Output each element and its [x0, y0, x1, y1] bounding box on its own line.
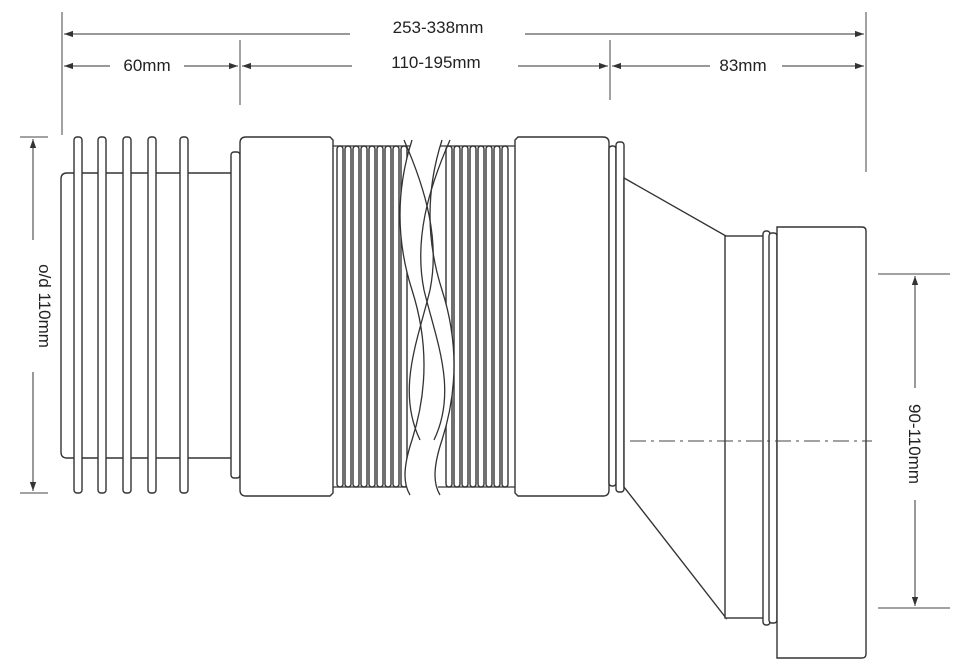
label-total-length: 253-338mm — [393, 18, 484, 37]
label-outlet-diameter: 90-110mm — [905, 404, 924, 484]
right-collar — [514, 136, 625, 497]
dimension-outer-diameter: o/d 110mm — [29, 139, 54, 491]
corrugation-ribs-left — [336, 145, 408, 488]
outlet-socket — [724, 226, 867, 659]
extension-lines — [20, 12, 950, 609]
flexible-corrugated-section — [333, 139, 515, 496]
label-right-section: 83mm — [719, 56, 766, 75]
dimension-outlet-diameter: 90-110mm — [905, 276, 924, 606]
label-outer-diameter: o/d 110mm — [35, 264, 54, 348]
label-middle-section: 110-195mm — [391, 53, 480, 72]
sealing-fins — [73, 136, 189, 494]
corrugation-ribs-right — [445, 145, 509, 488]
left-collar — [239, 136, 334, 497]
dimension-middle-section: 110-195mm — [242, 53, 608, 72]
dimension-right-section: 83mm — [612, 56, 864, 75]
dimension-total-length: 253-338mm — [64, 18, 864, 38]
dimension-left-section: 60mm — [64, 56, 238, 75]
left-spigot — [60, 136, 241, 494]
break-symbol — [399, 139, 455, 496]
offset-cone — [623, 176, 727, 621]
label-left-section: 60mm — [123, 56, 170, 75]
